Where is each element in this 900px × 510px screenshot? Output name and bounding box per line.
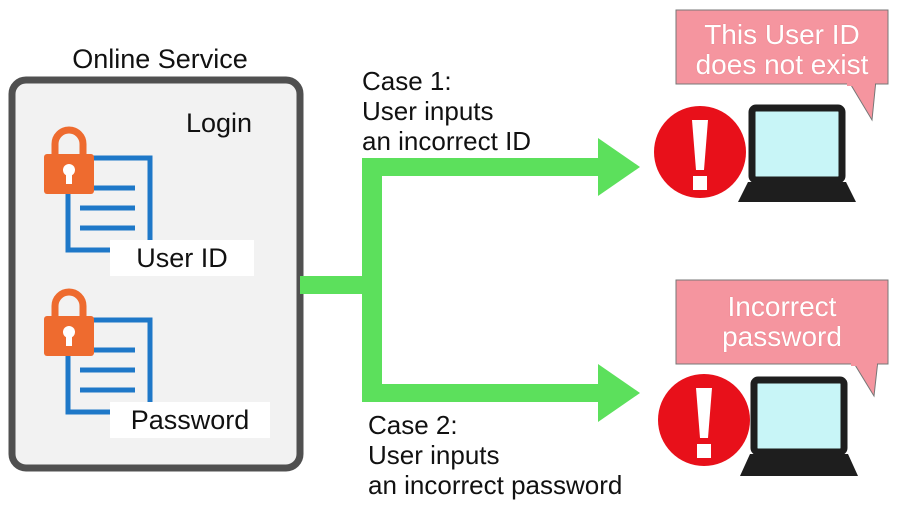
case-1-message: This User ID does not exist	[676, 20, 888, 80]
case-1-heading: Case 1:	[362, 66, 452, 96]
user-id-label: User ID	[110, 240, 254, 276]
case-1-message-line-2: does not exist	[695, 49, 869, 80]
password-label: Password	[110, 402, 270, 438]
branch-arrows	[300, 138, 640, 422]
case-2-message-line-1: Incorrect	[727, 291, 837, 322]
case-1-description: Case 1: User inputs an incorrect ID	[362, 66, 531, 156]
case-2-line-3: an incorrect password	[368, 470, 623, 500]
online-service-title: Online Service	[72, 44, 248, 74]
login-label: Login	[186, 108, 253, 138]
arrow-upper-head	[598, 138, 640, 196]
case-2-speech-bubble	[675, 279, 889, 398]
case-1-line-3: an incorrect ID	[362, 126, 532, 156]
user-id-lock-icon	[44, 126, 94, 194]
case-1-speech-bubble	[675, 9, 889, 122]
case-1-message-line-1: This User ID	[704, 19, 860, 50]
case-2-laptop-icon	[740, 376, 858, 476]
case-2-message: Incorrect password	[676, 292, 888, 352]
arrow-stem	[300, 276, 382, 294]
case-1-alert-icon	[654, 106, 746, 198]
arrow-upper-shaft	[362, 158, 602, 176]
case-2-heading: Case 2:	[368, 410, 458, 440]
arrow-lower-shaft	[362, 384, 602, 402]
password-lock-icon	[44, 288, 94, 356]
case-2-alert-icon	[658, 374, 750, 466]
arrow-lower-head	[598, 364, 640, 422]
case-1-line-2: User inputs	[362, 96, 494, 126]
case-1-laptop-icon	[738, 104, 856, 202]
case-2-message-line-2: password	[722, 321, 842, 352]
case-2-line-2: User inputs	[368, 440, 500, 470]
arrow-trunk	[362, 158, 382, 402]
case-2-description: Case 2: User inputs an incorrect passwor…	[368, 410, 622, 500]
